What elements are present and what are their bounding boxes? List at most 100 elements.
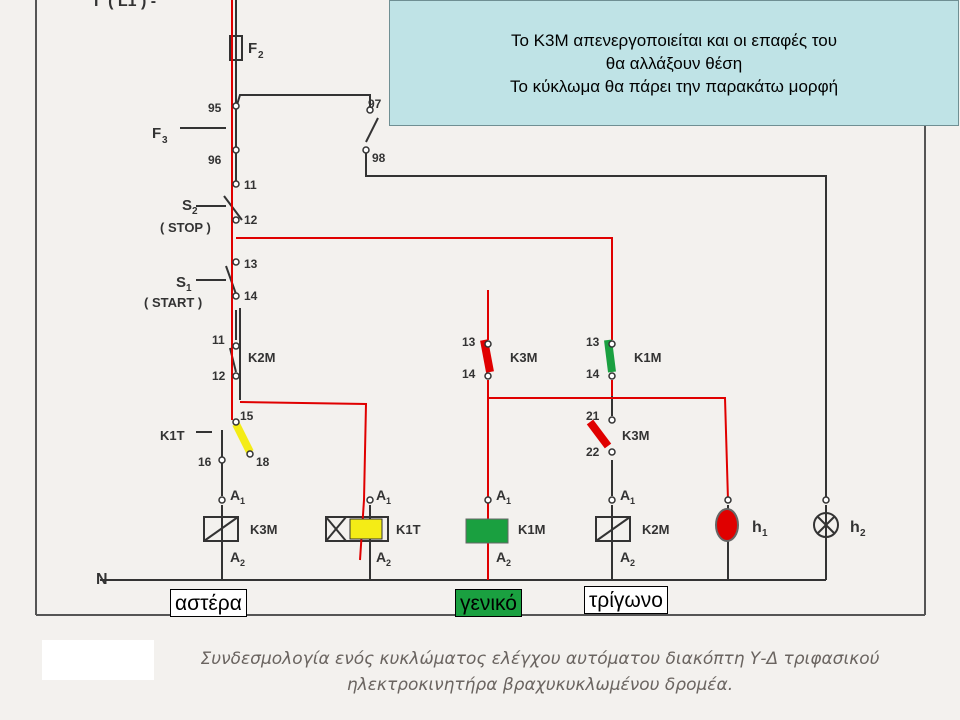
label-h1-sub: 1 (762, 528, 768, 539)
k1t-contact-yellow (232, 422, 254, 454)
label-k3m-13: 13 (462, 335, 476, 349)
label-a1-k3m: A (230, 487, 240, 503)
label-coil-k1m: K1M (518, 522, 545, 537)
active-top-bus (236, 237, 613, 340)
terminal-a1-k3m (218, 496, 226, 504)
f3-aux-wire (235, 94, 371, 109)
label-n: N (96, 571, 108, 588)
label-s1: S (176, 274, 186, 291)
caption-line-2: ηλεκτροκινητήρα βραχυκυκλωμένου δρομέα. (346, 675, 734, 695)
terminal-97 (366, 106, 374, 114)
terminal-a1-k1t (366, 496, 374, 504)
note-line-2: θα αλλάξουν θέση (605, 53, 743, 73)
label-f2-sub: 2 (258, 50, 264, 61)
fuse-f2 (229, 35, 243, 61)
label-s2-sub: 2 (192, 206, 198, 217)
label-a2-k2m-sub: 2 (630, 558, 635, 568)
label-a1-k1t-sub: 1 (386, 496, 391, 506)
label-f2: F (248, 40, 257, 57)
label-k2m-11: 11 (212, 333, 225, 347)
label-k1t-contact: K1T (160, 428, 185, 443)
label-s2: S (182, 197, 192, 214)
label-f3: F (152, 125, 161, 142)
label-h1: h (752, 519, 762, 536)
label-a1-k3m-sub: 1 (240, 496, 245, 506)
label-18: 18 (256, 455, 270, 469)
terminal-k2m-12 (232, 372, 240, 380)
terminal-k2m-11 (232, 342, 240, 350)
label-a2-k1t: A (376, 549, 386, 565)
coil-k2m (595, 516, 631, 542)
label-21: 21 (586, 409, 600, 423)
coil-k1t-cross-b (325, 516, 347, 542)
terminal-14a (232, 292, 240, 300)
label-22: 22 (586, 445, 600, 459)
terminal-96 (232, 146, 240, 154)
label-coil-k1t: K1T (396, 522, 421, 537)
coil-k1t (325, 516, 389, 542)
label-11a: 11 (244, 178, 257, 192)
lamp-h2 (813, 512, 839, 538)
label-a2-k3m-sub: 2 (240, 558, 245, 568)
label-14a: 14 (244, 289, 258, 303)
label-a1-k1m-sub: 1 (506, 496, 511, 506)
coil-k3m-slash (203, 516, 239, 542)
label-a2-k1t-sub: 2 (386, 558, 391, 568)
label-16: 16 (198, 455, 212, 469)
page-mask (42, 640, 154, 680)
label-h2: h (850, 519, 860, 536)
explanation-note: Το Κ3Μ απενεργοποιείται και οι επαφές το… (389, 0, 959, 126)
terminal-22 (608, 448, 616, 456)
label-97: 97 (368, 97, 382, 111)
terminal-k3m-14 (484, 372, 492, 380)
label-f3-sub: 3 (162, 135, 168, 146)
label-a1-k1m: A (496, 487, 506, 503)
label-k3m-nc: K3M (622, 428, 649, 443)
label-start: ( START ) (144, 295, 202, 310)
terminal-a1-k2m (608, 496, 616, 504)
terminal-15 (232, 418, 240, 426)
label-a2-k1m-sub: 2 (506, 558, 511, 568)
label-a2-k2m: A (620, 549, 630, 565)
label-coil-k2m: K2M (642, 522, 669, 537)
note-line-1: Το Κ3Μ απενεργοποιείται και οι επαφές το… (510, 30, 838, 50)
terminal-21 (608, 416, 616, 424)
terminal-k1m-14 (608, 372, 616, 380)
note-line-3: Το κύκλωμα θα πάρει την παρακάτω μορφή (509, 76, 839, 96)
label-a1-k1t: A (376, 487, 386, 503)
k3m-nc-contact-red (586, 419, 612, 449)
terminal-k1m-13 (608, 340, 616, 348)
label-s1-sub: 1 (186, 283, 192, 294)
label-k1m-13: 13 (586, 335, 600, 349)
label-98: 98 (372, 151, 386, 165)
label-15: 15 (240, 409, 254, 423)
label-a1-k2m-sub: 1 (630, 496, 635, 506)
terminal-h1 (724, 496, 732, 504)
label-h2-sub: 2 (860, 528, 866, 539)
coil-k1m-green (465, 518, 509, 544)
h2-feed-wire (365, 150, 827, 500)
label-k2m-contact: K2M (248, 350, 275, 365)
terminal-11a (232, 180, 240, 188)
label-a1-k2m: A (620, 487, 630, 503)
terminal-k3m-13 (484, 340, 492, 348)
tag-general: γενικό (455, 589, 522, 617)
tag-star: αστέρα (170, 589, 247, 617)
terminal-a1-k1m (484, 496, 492, 504)
label-12a: 12 (244, 213, 258, 227)
caption-line-1: Συνδεσμολογία ενός κυκλώματος ελέγχου αυ… (200, 649, 880, 669)
label-k1m-contact: K1M (634, 350, 661, 365)
terminal-98 (362, 146, 370, 154)
label-k2m-12: 12 (212, 369, 226, 383)
label-13a: 13 (244, 257, 258, 271)
coil-k3m (203, 516, 239, 542)
label-96: 96 (208, 153, 222, 167)
active-h1-feed (488, 397, 729, 501)
lamp-h1-red (715, 508, 739, 542)
contact-97-98 (365, 117, 379, 143)
terminal-16 (218, 456, 226, 464)
figure-caption: Συνδεσμολογία ενός κυκλώματος ελέγχου αυ… (160, 646, 920, 698)
label-coil-k3m: K3M (250, 522, 277, 537)
label-top: Γ ( L1 ) - (94, 0, 156, 10)
